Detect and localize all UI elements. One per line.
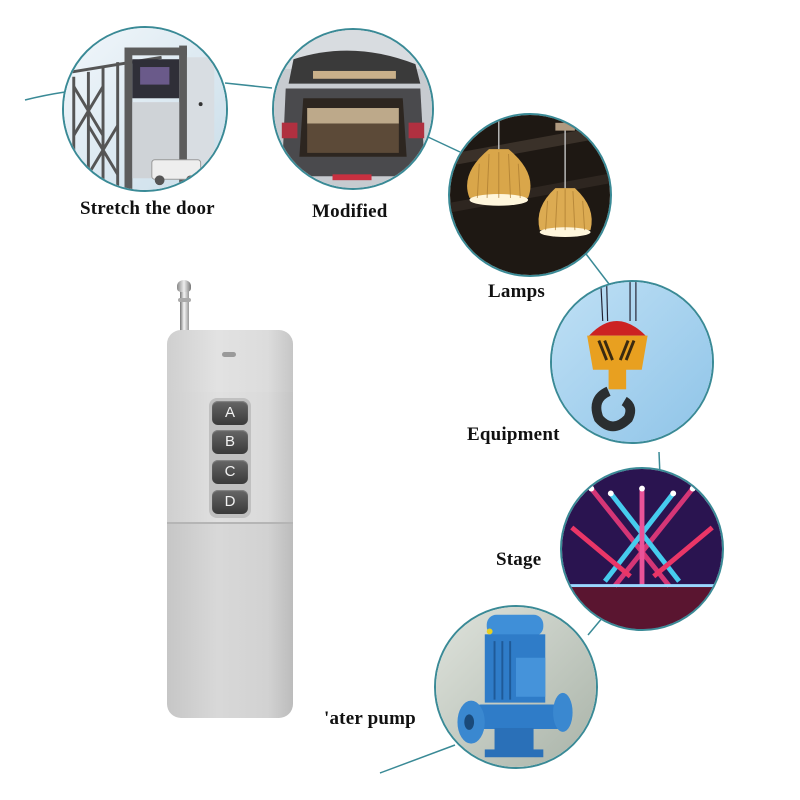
remote-button-a[interactable]: A	[212, 401, 248, 425]
stage-label: Stage	[496, 549, 542, 570]
stage-lights-icon	[562, 469, 722, 629]
lamps-image	[448, 113, 612, 277]
antenna-tip	[177, 280, 191, 292]
modified-label: Modified	[312, 201, 388, 222]
stage-image	[560, 467, 724, 631]
blue-pump-icon	[436, 607, 596, 767]
led-indicator	[222, 352, 236, 357]
equipment-label: Equipment	[467, 424, 560, 445]
remote-control: A B C D	[165, 280, 295, 720]
stretch-door-image	[62, 26, 228, 192]
button-pad: A B C D	[209, 398, 251, 518]
remote-top	[167, 330, 293, 394]
water-pump-image	[434, 605, 598, 769]
remote-button-b[interactable]: B	[212, 430, 248, 454]
water-pump-label: 'ater pump	[324, 708, 416, 729]
equipment-image	[550, 280, 714, 444]
remote-battery-cover	[167, 524, 293, 718]
antenna	[180, 290, 189, 340]
stretch-door-label: Stretch the door	[80, 198, 215, 219]
lamps-label: Lamps	[488, 281, 545, 302]
pendant-lamps-icon	[450, 115, 610, 275]
remote-button-panel: A B C D	[167, 392, 293, 524]
retractable-gate-icon	[64, 28, 226, 190]
antenna-ring	[178, 298, 191, 302]
crane-hook-icon	[552, 282, 712, 442]
car-trunk-icon	[274, 30, 432, 188]
remote-button-d[interactable]: D	[212, 490, 248, 514]
modified-image	[272, 28, 434, 190]
remote-button-c[interactable]: C	[212, 460, 248, 484]
